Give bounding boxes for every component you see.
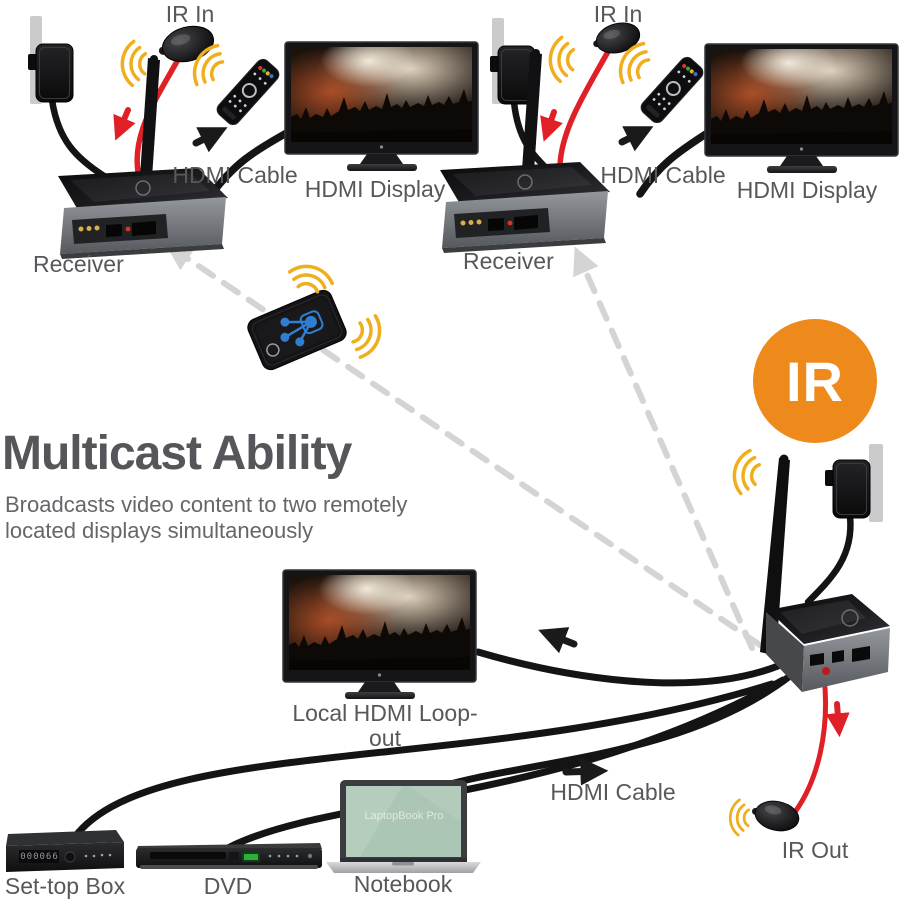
link-to-receiver-1: [165, 243, 763, 648]
arrow-ir-in-1: [113, 107, 136, 141]
hdmi-cable-label-2: HDMI Cable: [600, 162, 726, 188]
rx1-power-cable: [48, 96, 108, 180]
rx2-hdmi-cable: [636, 126, 716, 198]
arrow-hdmi-1: [192, 127, 228, 153]
hdmi-display-label-1: HDMI Display: [304, 176, 446, 202]
page-subtitle: Broadcasts video content to two remotely…: [5, 492, 408, 543]
arrow-loopout: [538, 627, 578, 654]
ir-in-label-1: IR In: [165, 1, 215, 27]
arrow-ir-in-2: [540, 109, 563, 142]
notebook-screen-text: LaptopBook Pro: [364, 810, 444, 822]
dvd-player: [136, 843, 322, 869]
tv-remote-2: [637, 53, 707, 127]
rx2-ir-cable: [557, 45, 613, 171]
dvd-label: DVD: [203, 873, 253, 899]
ir-out-label: IR Out: [781, 837, 849, 863]
tx-power-cable: [804, 512, 854, 606]
arrow-hdmi-bottom: [562, 757, 609, 786]
hdmi-cable-label-1: HDMI Cable: [172, 162, 298, 188]
loopout-label: Local HDMI Loop-out: [292, 700, 478, 752]
loopout-display: [259, 549, 504, 699]
page-title: Multicast Ability: [2, 427, 352, 480]
multicast-remote: [247, 289, 347, 371]
ir-in-label-2: IR In: [593, 1, 643, 27]
tv-remote-1: [213, 55, 283, 129]
wireless-link-lines: [165, 243, 763, 651]
wall-strip: [869, 444, 883, 522]
set-top-box: [6, 830, 124, 872]
ir-out-cable: [792, 673, 829, 815]
hdmi-display-1: [261, 21, 506, 171]
siig-logo: [266, 343, 280, 357]
ir-out-blaster: [748, 796, 803, 836]
notebook-label: Notebook: [353, 871, 453, 897]
settop-display-readout: 000066: [20, 851, 59, 862]
hdmi-display-label-2: HDMI Display: [736, 177, 878, 203]
rx1-hdmi-cable: [206, 126, 296, 200]
link-to-receiver-2: [573, 246, 755, 651]
receiver-label-2: Receiver: [463, 248, 554, 274]
arrow-hdmi-2: [618, 126, 654, 152]
flow-arrows: [113, 107, 850, 786]
ir-badge: IR: [753, 319, 877, 443]
arrow-ir-out: [825, 701, 850, 738]
notebook-laptop: [326, 780, 481, 873]
hdmi-cable-loopout: [474, 648, 782, 687]
hdmi-display-2: [681, 23, 900, 173]
receiver-label-1: Receiver: [33, 251, 124, 277]
hdmi-cable-settop: [70, 680, 776, 842]
transmitter-unit: [760, 454, 890, 692]
settop-label: Set-top Box: [4, 873, 126, 899]
power-adapter-tx: [824, 459, 871, 519]
hdmi-cable-label-3: HDMI Cable: [550, 779, 676, 805]
multicast-icon: [280, 310, 324, 347]
